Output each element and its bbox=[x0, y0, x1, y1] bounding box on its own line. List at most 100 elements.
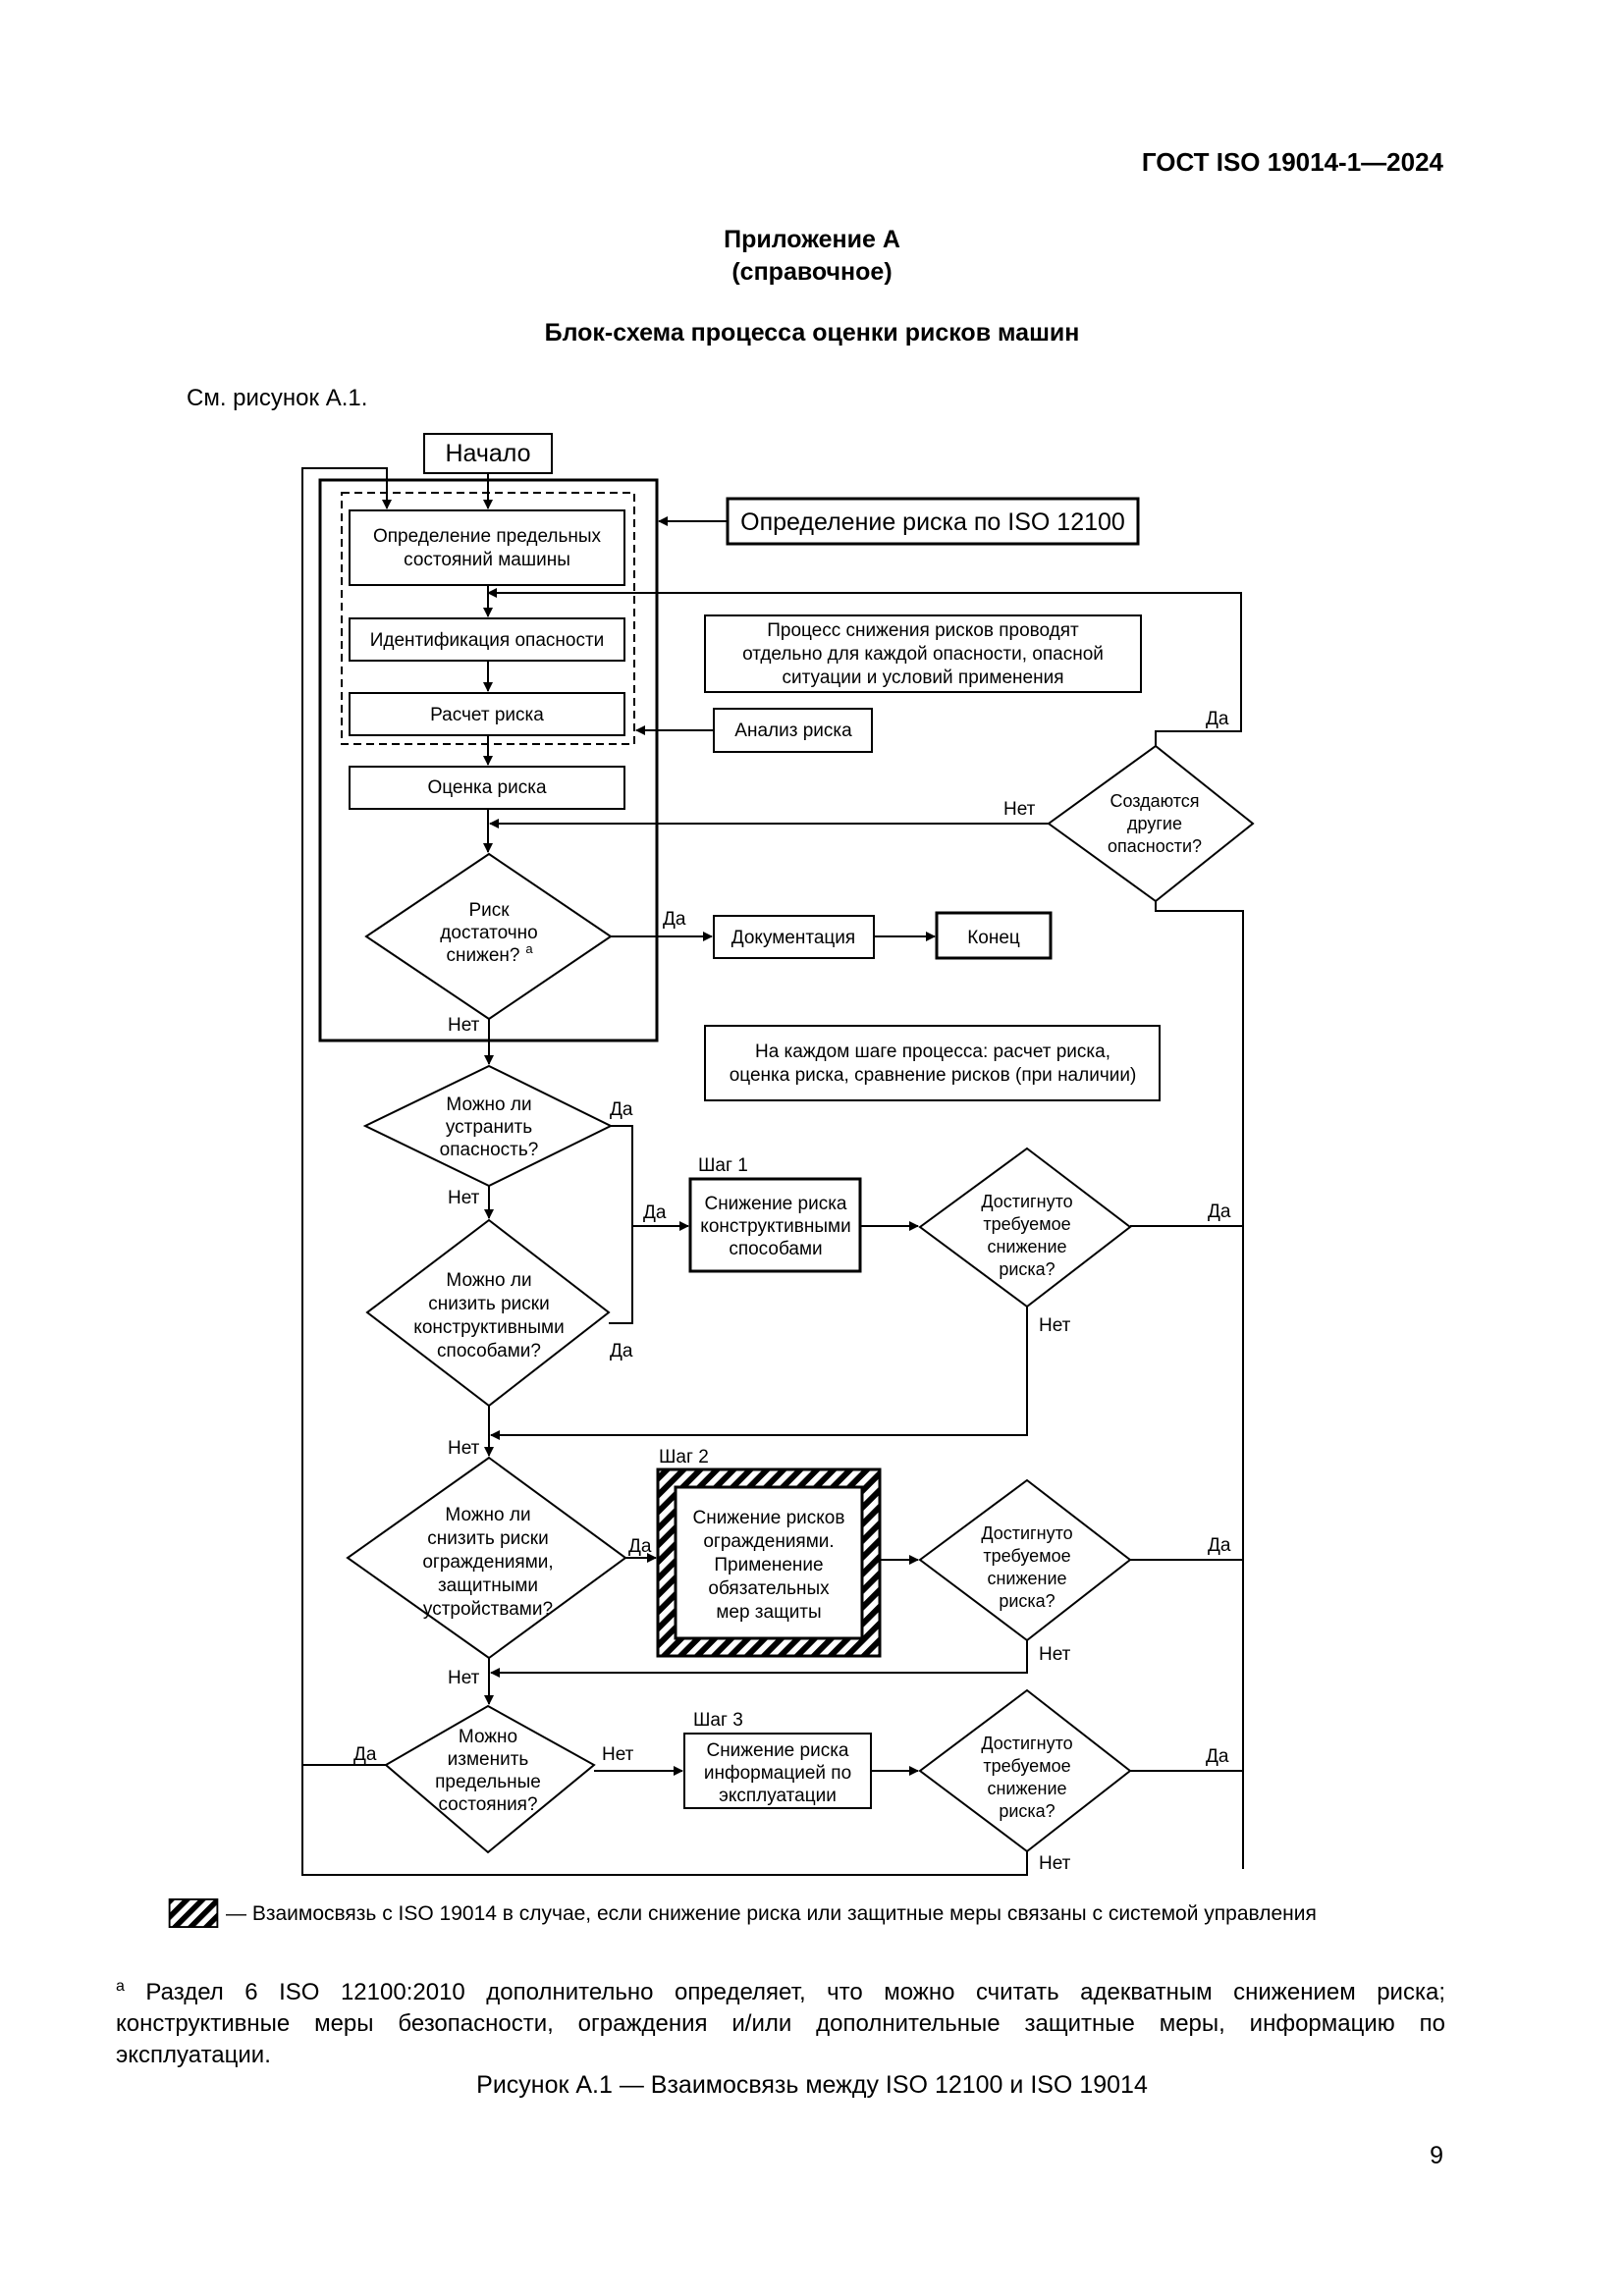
risk-reduced-line-1: Риск bbox=[468, 900, 510, 921]
guards-yes: Да bbox=[628, 1536, 652, 1557]
reduce-design-line-3: конструктивными bbox=[413, 1317, 564, 1338]
hatch-legend-icon bbox=[168, 1898, 219, 1928]
step1-line-3: способами bbox=[729, 1239, 822, 1259]
documentation-label: Документация bbox=[731, 928, 855, 948]
eliminate-q-line-2: устранить bbox=[446, 1117, 532, 1138]
step3-line-2: информацией по bbox=[704, 1763, 851, 1784]
other-hazards-line-1: Создаются bbox=[1110, 791, 1199, 811]
design-no: Нет bbox=[448, 1438, 480, 1459]
process-note-line-1: Процесс снижения рисков проводят bbox=[767, 620, 1079, 641]
risk-definition-label: Определение риска по ISO 12100 bbox=[740, 508, 1125, 536]
other-hazards-line-2: другие bbox=[1127, 814, 1182, 833]
intro-text: См. рисунок А.1. bbox=[187, 385, 368, 411]
design-yes-top: Да bbox=[643, 1202, 667, 1223]
eliminate-no: Нет bbox=[448, 1188, 480, 1208]
risk-reduced-line-2: достаточно bbox=[440, 923, 537, 943]
appendix-title: Приложение А bbox=[724, 226, 900, 253]
achieved1-line-4: риска? bbox=[999, 1259, 1055, 1279]
risk-analysis-label: Анализ риска bbox=[734, 721, 852, 741]
process-note-line-3: ситуации и условий применения bbox=[783, 667, 1064, 688]
appendix-title-block: Приложение А (справочное) bbox=[0, 224, 1624, 289]
achieved1-no-line bbox=[490, 1307, 1028, 1440]
legend-text: — Взаимосвязь с ISO 19014 в случае, если… bbox=[226, 1902, 1317, 1925]
end-label: Конец bbox=[967, 928, 1020, 948]
define-limits-box bbox=[349, 509, 625, 586]
achieved1-no: Нет bbox=[1039, 1315, 1071, 1336]
each-step-note-box bbox=[704, 1025, 1161, 1101]
end-box bbox=[935, 911, 1053, 960]
bottom-loop-line bbox=[301, 1765, 1028, 1876]
define-limits-line-2: состояний машины bbox=[404, 550, 570, 570]
other-hazards-no: Нет bbox=[1003, 799, 1036, 820]
reduce-guards-line-1: Можно ли bbox=[445, 1505, 530, 1525]
page-number: 9 bbox=[1430, 2142, 1443, 2169]
risk-reduced-yes: Да bbox=[663, 909, 686, 930]
step2-box bbox=[674, 1485, 864, 1640]
eliminate-q-line-1: Можно ли bbox=[446, 1095, 531, 1115]
change-limits-line-1: Можно bbox=[459, 1727, 517, 1747]
achieved2-no: Нет bbox=[1039, 1644, 1071, 1665]
achieved3-line-1: Достигнуто bbox=[981, 1734, 1072, 1753]
change-limits-diamond bbox=[384, 1704, 596, 1854]
define-limits-line-1: Определение предельных bbox=[373, 526, 602, 547]
achieved2-no-line bbox=[490, 1640, 1028, 1678]
step3-label: Шаг 3 bbox=[693, 1710, 743, 1731]
eliminate-yes-line bbox=[609, 1125, 633, 1324]
eliminate-q-line-3: опасность? bbox=[440, 1140, 539, 1160]
risk-calc-label: Расчет риска bbox=[430, 705, 544, 725]
step2-line-5: мер защиты bbox=[716, 1602, 821, 1623]
change-limits-line-2: изменить bbox=[448, 1749, 529, 1770]
guards-no: Нет bbox=[448, 1668, 480, 1688]
achieved1-line-2: требуемое bbox=[983, 1214, 1070, 1234]
reduce-guards-line-5: устройствами? bbox=[423, 1599, 553, 1620]
risk-reduced-footnote-marker: a bbox=[525, 941, 533, 956]
achieved3-line-3: снижение bbox=[987, 1779, 1066, 1798]
standard-designation: ГОСТ ISO 19014-1—2024 bbox=[1141, 147, 1443, 177]
reduce-design-line-1: Можно ли bbox=[446, 1270, 531, 1291]
loop-yes-line bbox=[301, 467, 392, 1766]
appendix-subtitle: (справочное) bbox=[731, 258, 893, 286]
change-limits-line-4: состояния? bbox=[438, 1794, 537, 1815]
footnote-text: Раздел 6 ISO 12100:2010 дополнительно оп… bbox=[116, 1979, 1446, 2068]
other-hazards-yes-line bbox=[487, 588, 1242, 746]
step3-line-3: эксплуатации bbox=[719, 1786, 837, 1806]
other-hazards-yes: Да bbox=[1206, 709, 1229, 729]
reduce-design-line-2: снизить риски bbox=[428, 1294, 549, 1314]
achieved3-yes: Да bbox=[1206, 1746, 1229, 1767]
reduce-guards-line-3: ограждениями, bbox=[422, 1552, 553, 1573]
reduce-guards-line-4: защитными bbox=[438, 1575, 538, 1596]
achieved2-line-3: снижение bbox=[987, 1569, 1066, 1588]
step3-line-1: Снижение риска bbox=[706, 1740, 848, 1761]
reduce-guards-line-2: снизить риски bbox=[427, 1528, 548, 1549]
change-limits-no: Нет bbox=[602, 1744, 634, 1765]
step2-line-4: обязательных bbox=[708, 1578, 830, 1599]
right-return-line bbox=[1155, 901, 1244, 1869]
appendix-heading: Блок-схема процесса оценки рисков машин bbox=[544, 319, 1080, 347]
step1-line-1: Снижение риска bbox=[704, 1194, 846, 1214]
achieved3-line-2: требуемое bbox=[983, 1756, 1070, 1776]
risk-eval-label: Оценка риска bbox=[427, 777, 546, 798]
achieved3-line-4: риска? bbox=[999, 1801, 1055, 1821]
step1-label: Шаг 1 bbox=[698, 1155, 748, 1176]
achieved1-line-1: Достигнуто bbox=[981, 1192, 1072, 1211]
step2-line-1: Снижение рисков bbox=[693, 1508, 845, 1528]
design-yes: Да bbox=[610, 1341, 633, 1362]
achieved2-line-2: требуемое bbox=[983, 1546, 1070, 1566]
legend: — Взаимосвязь с ISO 19014 в случае, если… bbox=[167, 1896, 1443, 1936]
footnote: a Раздел 6 ISO 12100:2010 дополнительно … bbox=[116, 1971, 1445, 2071]
achieved2-line-1: Достигнуто bbox=[981, 1523, 1072, 1543]
step1-line-2: конструктивными bbox=[700, 1216, 850, 1237]
reduce-design-line-4: способами? bbox=[437, 1341, 541, 1362]
figure-caption: Рисунок А.1 — Взаимосвязь между ISO 1210… bbox=[476, 2071, 1148, 2099]
risk-reduced-no: Нет bbox=[448, 1015, 480, 1036]
each-step-note-line-1: На каждом шаге процесса: расчет риска, bbox=[755, 1041, 1110, 1062]
hazard-id-label: Идентификация опасности bbox=[370, 630, 605, 651]
process-note-line-2: отдельно для каждой опасности, опасной bbox=[742, 644, 1104, 665]
start-label: Начало bbox=[445, 440, 530, 467]
achieved1-yes: Да bbox=[1208, 1201, 1231, 1222]
achieved3-no: Нет bbox=[1039, 1853, 1071, 1874]
step2-label: Шаг 2 bbox=[659, 1447, 709, 1468]
risk-reduced-line-3: снижен? bbox=[447, 945, 520, 966]
each-step-note-line-2: оценка риска, сравнение рисков (при нали… bbox=[730, 1065, 1137, 1086]
